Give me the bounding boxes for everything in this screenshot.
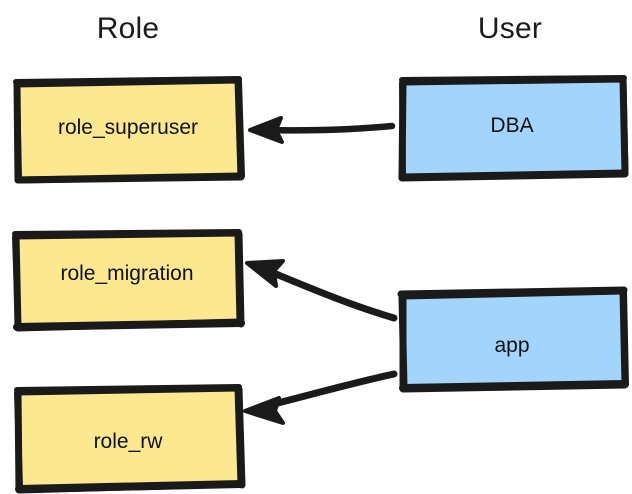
node-app-shape <box>397 286 629 393</box>
node-role-rw-shape <box>14 384 246 494</box>
node-app[interactable]: app <box>396 286 629 394</box>
edge-app-to-role-migration <box>245 259 398 322</box>
node-role-migration[interactable]: role_migration <box>10 229 245 332</box>
node-role-rw[interactable]: role_rw <box>12 384 246 494</box>
edge-dba-to-role-superuser <box>248 116 396 144</box>
node-role-superuser-shape <box>13 76 245 184</box>
node-role-migration-shape <box>12 229 245 332</box>
edge-app-to-role-rw <box>243 370 398 425</box>
column-title-user: User <box>477 12 543 45</box>
node-role-superuser[interactable]: role_superuser <box>12 76 245 184</box>
node-dba-shape <box>398 75 629 182</box>
column-title-role: Role <box>96 12 160 45</box>
node-dba[interactable]: DBA <box>396 74 629 182</box>
